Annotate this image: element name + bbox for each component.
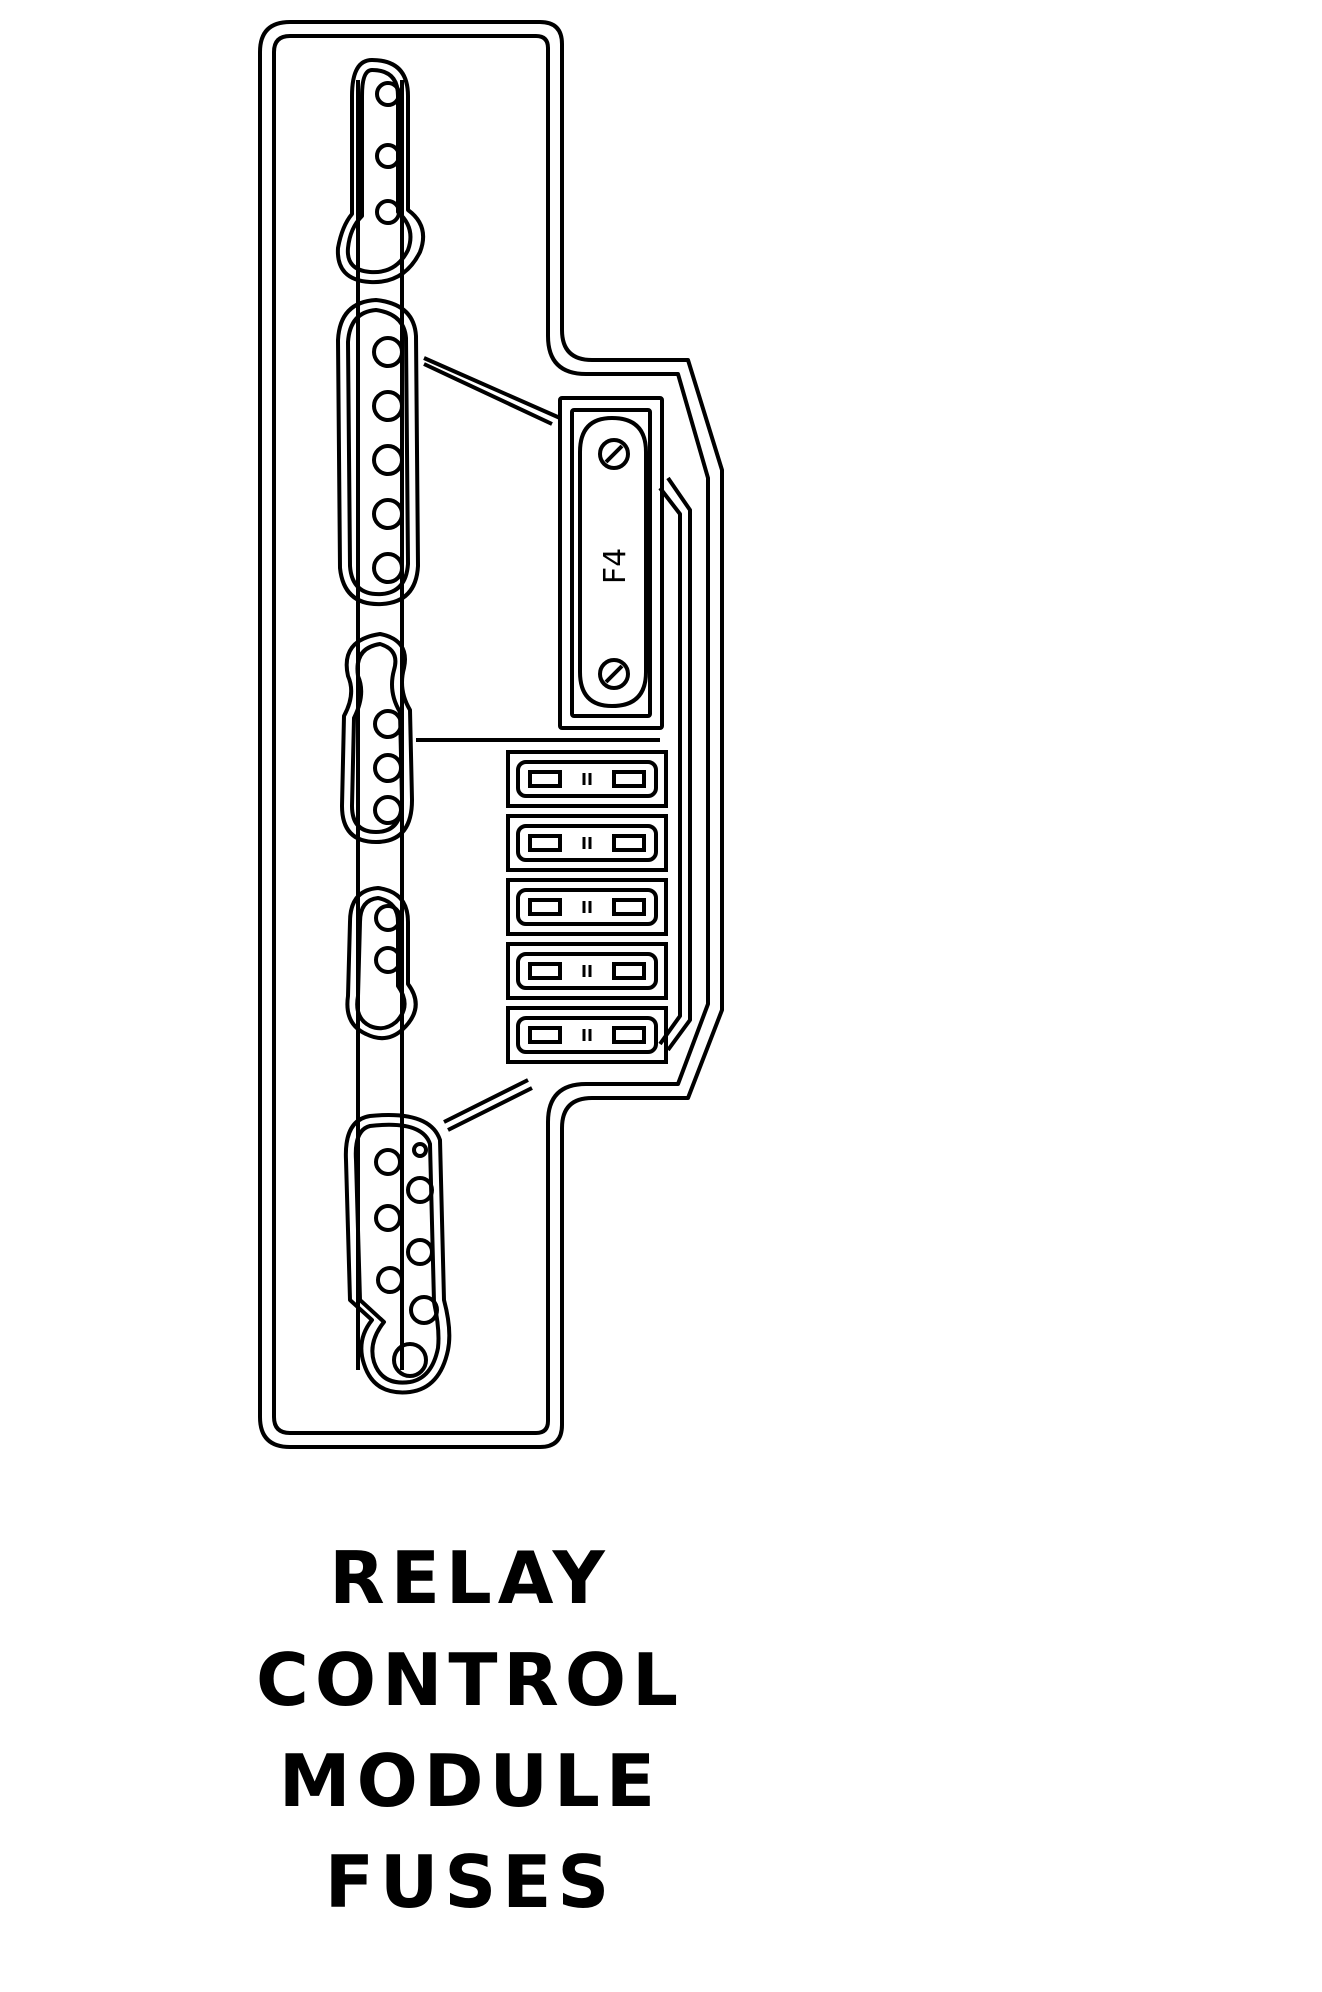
mini-fuse-1 <box>506 750 668 808</box>
fuse-f4-body <box>578 416 648 708</box>
connector-5-housing <box>343 1113 452 1395</box>
leader-line-3 <box>443 1078 533 1132</box>
connector-5-pin-5 <box>406 1238 434 1266</box>
mini-fuse-5 <box>506 1006 668 1064</box>
connector-5-pin-4 <box>374 1204 402 1232</box>
connector-2-housing-inner <box>346 308 410 597</box>
caption-line-module: MODULE <box>278 1739 662 1823</box>
connector-4-pin-2 <box>374 946 402 974</box>
connector-1-pin-1 <box>375 81 401 107</box>
connector-3-housing <box>340 632 414 844</box>
connector-3-housing-inner <box>350 642 404 834</box>
connector-2-pin-5 <box>372 552 404 584</box>
connector-2-pin-4 <box>372 498 404 530</box>
connector-1-pin-3 <box>375 199 401 225</box>
mini-fuse-3 <box>506 878 668 936</box>
connector-5-pin-6 <box>376 1266 404 1294</box>
connector-3-pin-2 <box>373 753 403 783</box>
connector-5-pin-2 <box>374 1148 402 1176</box>
connector-5-pin-1 <box>412 1142 428 1158</box>
fuse-f4-bottom-screw <box>598 658 630 690</box>
leader-line-1 <box>423 356 561 426</box>
connector-4-pin-1 <box>374 904 402 932</box>
connector-2-housing <box>336 298 420 607</box>
mini-fuse-4 <box>506 942 668 1000</box>
caption-line-fuses: FUSES <box>324 1840 616 1924</box>
module-board-outer-outline <box>258 20 724 1449</box>
connector-2-pin-3 <box>372 444 404 476</box>
connector-5-housing-inner <box>353 1122 441 1385</box>
mini-fuse-block <box>506 750 668 1064</box>
connector-4-housing <box>345 886 418 1041</box>
leader-line-4 <box>658 476 692 1052</box>
connector-4-housing-inner <box>355 896 407 1031</box>
connector-3-pin-1 <box>373 709 403 739</box>
connector-1-housing <box>335 58 425 285</box>
module-board-inner-outline <box>272 34 710 1435</box>
connector-5-pin-3 <box>406 1176 434 1204</box>
caption-line-control: CONTROL <box>256 1638 684 1722</box>
fuse-f4-holder-inner <box>570 408 652 718</box>
fuse-f4-label: F4 <box>598 548 633 584</box>
connector-5-pin-7 <box>409 1295 439 1325</box>
fuse-f4-top-screw <box>598 438 630 470</box>
fuse-f4-holder-outer <box>558 396 664 730</box>
connector-1-housing-inner <box>345 68 413 275</box>
connector-2-pin-1 <box>372 336 404 368</box>
connector-1-pin-2 <box>375 143 401 169</box>
connector-2-pin-2 <box>372 390 404 422</box>
mini-fuse-2 <box>506 814 668 872</box>
caption-line-relay: RELAY <box>329 1536 611 1620</box>
connector-5-ground-pin <box>392 1342 428 1378</box>
connector-3-pin-3 <box>373 795 403 825</box>
